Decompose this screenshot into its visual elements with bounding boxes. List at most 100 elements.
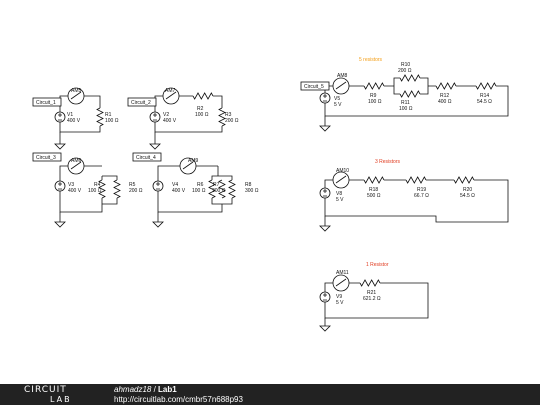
polarity-mark	[156, 182, 160, 190]
resistor-value: 200 Ω	[129, 188, 143, 194]
ammeter-icon	[332, 171, 350, 189]
resistor-value: 300 Ω	[245, 188, 259, 194]
polarity-mark	[323, 94, 327, 102]
resistor-symbol	[96, 107, 104, 127]
resistor-value: 621.2 Ω	[363, 296, 381, 302]
ammeter-icon	[179, 157, 197, 175]
voltage-source-icon	[319, 187, 331, 199]
resistor-value: 400 Ω	[438, 99, 452, 105]
ground-icon	[152, 221, 164, 228]
resistor-name: R3	[225, 112, 232, 118]
resistor-symbol	[208, 179, 216, 199]
polarity-mark	[323, 293, 327, 301]
resistor-value: 54.5 Ω	[460, 193, 475, 199]
circuit-label-box[interactable]	[127, 97, 157, 107]
circuit-3-resistors: 3 Resistors AM10 V8 5 V R18 500 Ω R19 66…	[336, 159, 475, 203]
resistor-symbol	[113, 179, 121, 199]
logo-top: CIRCUIT	[24, 385, 67, 395]
author-name[interactable]: ahmadz18	[114, 385, 152, 394]
ammeter-icon	[67, 157, 85, 175]
resistor-symbol	[453, 176, 475, 184]
source-name: V3	[68, 182, 74, 188]
ammeter-needle	[335, 175, 347, 184]
ammeter-label: AM9	[188, 158, 199, 164]
resistor-value: 200 Ω	[212, 188, 226, 194]
resistor-symbol	[399, 90, 421, 98]
circuit-label[interactable]: Circuit_2	[131, 100, 151, 106]
ground-icon	[319, 225, 331, 232]
circuit-label[interactable]: Circuit_4	[136, 155, 156, 161]
resistor-value: 200 Ω	[398, 68, 412, 74]
resistor-value: 100 Ω	[105, 118, 119, 124]
source-name: V4	[172, 182, 178, 188]
voltage-source-icon	[152, 180, 164, 192]
source-name: V1	[67, 112, 73, 118]
section-title: 1 Resistor	[366, 262, 389, 268]
source-value: 5 V	[336, 300, 344, 306]
resistor-symbol	[363, 82, 385, 90]
ammeter-label: AM5	[71, 88, 82, 94]
resistor-symbol	[363, 176, 385, 184]
voltage-source-icon	[319, 92, 331, 104]
polarity-mark	[58, 113, 62, 121]
schematic-url[interactable]: http://circuitlab.com/cmbr57n688p93	[114, 395, 243, 404]
resistor-name: R12	[440, 93, 449, 99]
resistor-name: R1	[105, 112, 112, 118]
resistor-symbol	[98, 179, 106, 199]
source-value: 5 V	[334, 102, 342, 108]
polarity-mark	[153, 113, 157, 121]
circuit-2: Circuit_2 AM7 V2 400 V R2 100 Ω R3 200 Ω	[127, 88, 239, 124]
ammeter-label: AM6	[71, 158, 82, 164]
ground-icon	[149, 143, 161, 150]
footer-bar: CIRCUIT LAB ahmadz18 / Lab1 http://circu…	[0, 384, 540, 405]
title-separator: /	[151, 385, 159, 394]
resistor-symbol	[192, 92, 214, 100]
resistor-name: R8	[245, 182, 252, 188]
resistor-value: 66.7 Ω	[414, 193, 429, 199]
ammeter-label: AM10	[336, 168, 349, 174]
resistor-symbol	[359, 279, 381, 287]
circuit-label[interactable]: Circuit_5	[304, 84, 324, 90]
ammeter-label: AM11	[336, 270, 349, 276]
ground-icon	[319, 325, 331, 332]
circuitlab-logo[interactable]: CIRCUIT LAB	[24, 385, 72, 405]
source-name: V2	[163, 112, 169, 118]
polarity-mark	[58, 182, 62, 190]
ammeter-label: AM7	[165, 88, 176, 94]
circuit-label[interactable]: Circuit_1	[36, 100, 56, 106]
polarity-mark	[323, 189, 327, 197]
source-value: 400 V	[172, 188, 186, 194]
circuit-label-box[interactable]	[300, 81, 330, 91]
section-title: 5 resistors	[359, 57, 383, 63]
ammeter-needle	[335, 278, 347, 287]
ammeter-needle	[165, 91, 177, 100]
resistor-value: 500 Ω	[367, 193, 381, 199]
resistor-value: 100 Ω	[368, 99, 382, 105]
ground-icon	[319, 125, 331, 132]
resistor-symbol	[218, 179, 226, 199]
ammeter-needle	[70, 161, 82, 170]
circuit-label-box[interactable]	[32, 97, 62, 107]
resistor-symbol	[399, 74, 421, 82]
ammeter-label: AM8	[337, 73, 348, 79]
resistor-symbol	[228, 179, 236, 199]
ground-icon	[54, 143, 66, 150]
ammeter-icon	[332, 274, 350, 292]
source-value: 5 V	[336, 197, 344, 203]
resistor-value: 100 Ω	[88, 188, 102, 194]
source-value: 400 V	[67, 118, 81, 124]
ammeter-icon	[162, 87, 180, 105]
ammeter-needle	[182, 161, 194, 170]
circuit-label-box[interactable]	[132, 152, 162, 162]
resistor-name: R14	[480, 93, 489, 99]
circuit-4: Circuit_4 AM9 V4 400 V R6 100 Ω R7 200 Ω…	[132, 152, 259, 194]
resistor-value: 100 Ω	[195, 112, 209, 118]
source-value: 400 V	[163, 118, 177, 124]
resistor-name: R7	[213, 182, 220, 188]
source-name: V9	[336, 294, 342, 300]
circuit-label[interactable]: Circuit_3	[36, 155, 56, 161]
resistor-name: R5	[129, 182, 136, 188]
circuit-1-resistor: 1 Resistor AM11 V9 5 V R21 621.2 Ω	[336, 262, 389, 306]
voltage-source-icon	[319, 291, 331, 303]
circuit-label-box[interactable]	[32, 152, 62, 162]
